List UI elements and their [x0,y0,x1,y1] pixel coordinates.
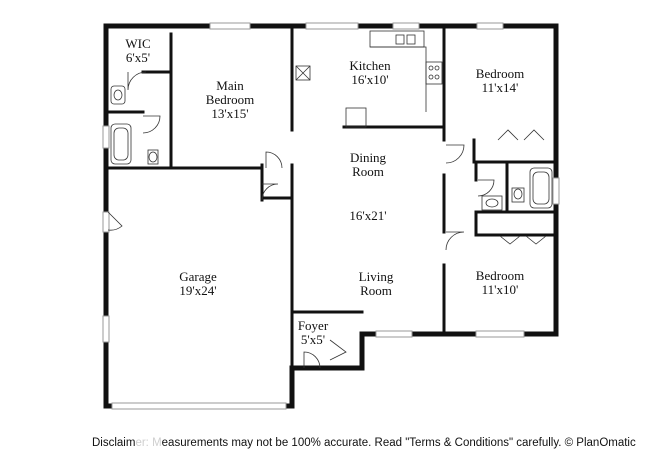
room-labels: WIC 6'x5' Main Bedroom 13'x15' Kitchen 1… [125,36,524,347]
bedroom-top-name: Bedroom [476,66,524,81]
door-swings [107,71,547,369]
wic-name: WIC [125,36,150,51]
garage-name: Garage [179,269,217,284]
bedroom-top-size: 11'x14' [482,80,519,95]
walls [103,23,559,409]
main-bedroom-name-1: Main [216,78,244,93]
wic-size: 6'x5' [126,50,150,65]
kitchen-name: Kitchen [349,58,391,73]
dining-living-size: 16'x21' [349,208,386,223]
main-bedroom-name-2: Bedroom [206,92,254,107]
bedroom-bottom-size: 11'x10' [482,282,519,297]
foyer-size: 5'x5' [301,332,325,347]
dining-name-2: Room [352,164,384,179]
fixtures [110,30,553,211]
disclaimer-start: Disclaim [92,437,136,449]
windows [102,22,560,410]
disclaimer-obscured: er: M [135,437,162,449]
main-bedroom-size: 13'x15' [211,106,248,121]
living-name-2: Room [360,283,392,298]
dining-name-1: Dining [350,150,387,165]
disclaimer-rest: easurements may not be 100% accurate. Re… [161,437,636,449]
bedroom-bottom-name: Bedroom [476,268,524,283]
foyer-name: Foyer [298,318,329,333]
kitchen-size: 16'x10' [351,72,388,87]
disclaimer: Disclaimer: Measurements may not be 100%… [92,437,636,449]
living-name-1: Living [359,269,394,284]
garage-size: 19'x24' [179,283,216,298]
